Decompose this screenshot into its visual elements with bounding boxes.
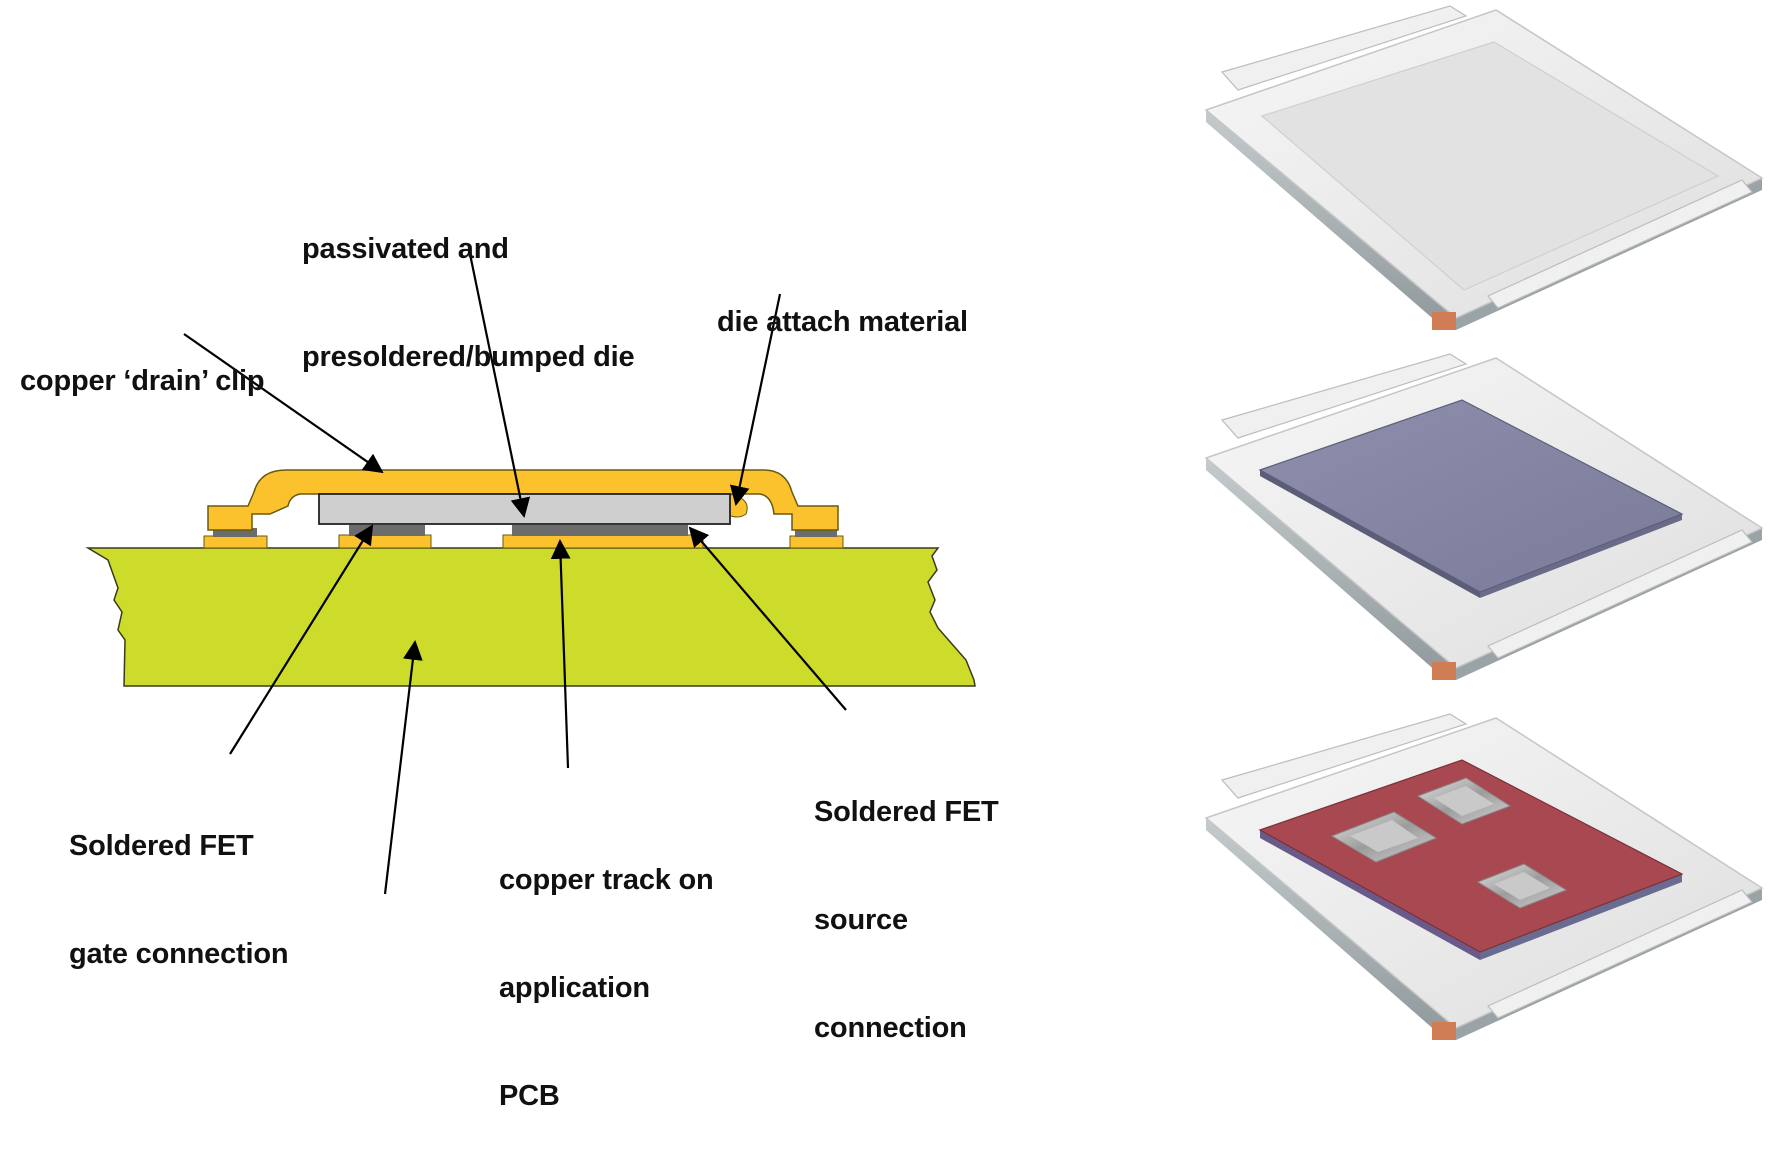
package-empty-can	[1204, 5, 1764, 330]
die-red	[1258, 759, 1684, 953]
die-red-side	[1260, 830, 1480, 960]
pcb-board	[85, 547, 976, 687]
pointer-arrows	[183, 253, 847, 895]
solder-left-leg	[213, 528, 257, 537]
solder-gate-bump	[349, 525, 425, 536]
label-copper-track: copper track on application PCB	[499, 790, 714, 1150]
label-gate-line2: gate connection	[69, 938, 289, 970]
solder-bump	[1416, 777, 1512, 825]
copper-track-right	[789, 535, 844, 549]
label-source-connection: Soldered FET source connection	[814, 722, 999, 1082]
frame-rail-bottom	[1487, 529, 1753, 659]
solder-source-bump	[512, 525, 688, 536]
label-track-line1: copper track on	[499, 864, 714, 896]
copper-tab	[1432, 662, 1456, 680]
copper-track-left	[203, 535, 268, 549]
label-track-line3: PCB	[499, 1080, 560, 1112]
frame-side	[1206, 458, 1456, 680]
solder-bump	[1476, 863, 1568, 909]
frame-rail-bottom	[1487, 889, 1753, 1019]
die-blue-side-right	[1480, 514, 1682, 598]
copper-tab	[1432, 1022, 1456, 1040]
copper-track-source	[502, 534, 704, 549]
arrow-gate	[229, 524, 374, 755]
arrow-drain-clip	[183, 333, 384, 474]
frame-cavity	[1260, 41, 1720, 291]
arrow-source	[688, 526, 847, 711]
frame-rail-top	[1220, 713, 1468, 799]
frame-rail-top	[1220, 353, 1468, 439]
die-red-side-right	[1480, 874, 1682, 960]
label-passivated-die-line1: passivated and	[302, 233, 509, 265]
copper-track-gate	[338, 534, 432, 549]
label-source-line1: Soldered FET	[814, 796, 999, 828]
package-die-attached	[1204, 353, 1764, 680]
label-passivated-die: passivated and presoldered/bumped die	[302, 159, 635, 411]
frame-side	[1206, 110, 1456, 330]
arrow-track	[550, 539, 571, 769]
diagram-svg	[85, 5, 1764, 1040]
label-gate-line1: Soldered FET	[69, 830, 254, 862]
copper-drain-clip	[207, 469, 839, 531]
label-source-line3: connection	[814, 1012, 967, 1044]
label-gate-connection: Soldered FET gate connection	[69, 756, 289, 1008]
label-track-line2: application	[499, 972, 650, 1004]
package-bumped-die	[1204, 713, 1764, 1040]
solder-right-leg	[795, 528, 837, 537]
diagram-stage: passivated and presoldered/bumped die di…	[20, 5, 1764, 1112]
label-die-attach: die attach material	[717, 232, 968, 376]
solder-bump	[1330, 811, 1438, 863]
arrow-pcb	[383, 640, 423, 895]
die-blue	[1258, 399, 1684, 593]
frame-side	[1206, 818, 1456, 1040]
frame-rail-bottom	[1487, 179, 1753, 309]
arrow-die	[468, 253, 531, 518]
semiconductor-die	[318, 493, 731, 525]
frame-rail-top	[1220, 5, 1468, 91]
arrow-die-attach	[729, 293, 782, 506]
cross-section	[85, 469, 976, 687]
label-drain-clip-text: copper ‘drain’ clip	[20, 365, 265, 397]
label-source-line2: source	[814, 904, 908, 936]
label-die-attach-text: die attach material	[717, 306, 968, 338]
label-passivated-die-line2: presoldered/bumped die	[302, 341, 635, 373]
die-blue-side	[1260, 470, 1480, 598]
label-drain-clip: copper ‘drain’ clip	[20, 291, 265, 435]
copper-tab	[1432, 312, 1456, 330]
